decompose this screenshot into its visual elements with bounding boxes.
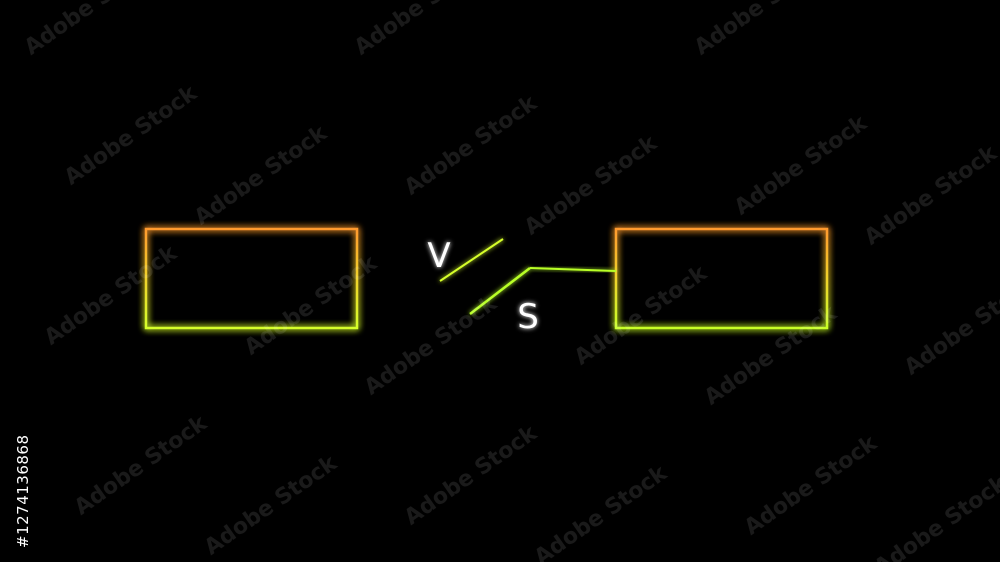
vs-slash-lower — [469, 267, 531, 315]
right-connector-line — [529, 267, 617, 272]
right-frame — [614, 227, 829, 330]
stock-id-label: #1274136868 — [14, 434, 32, 548]
left-frame — [144, 227, 359, 330]
vs-slash-upper — [439, 238, 504, 282]
vs-letter-s: S — [517, 297, 539, 337]
vs-letter-v: V — [427, 236, 450, 276]
